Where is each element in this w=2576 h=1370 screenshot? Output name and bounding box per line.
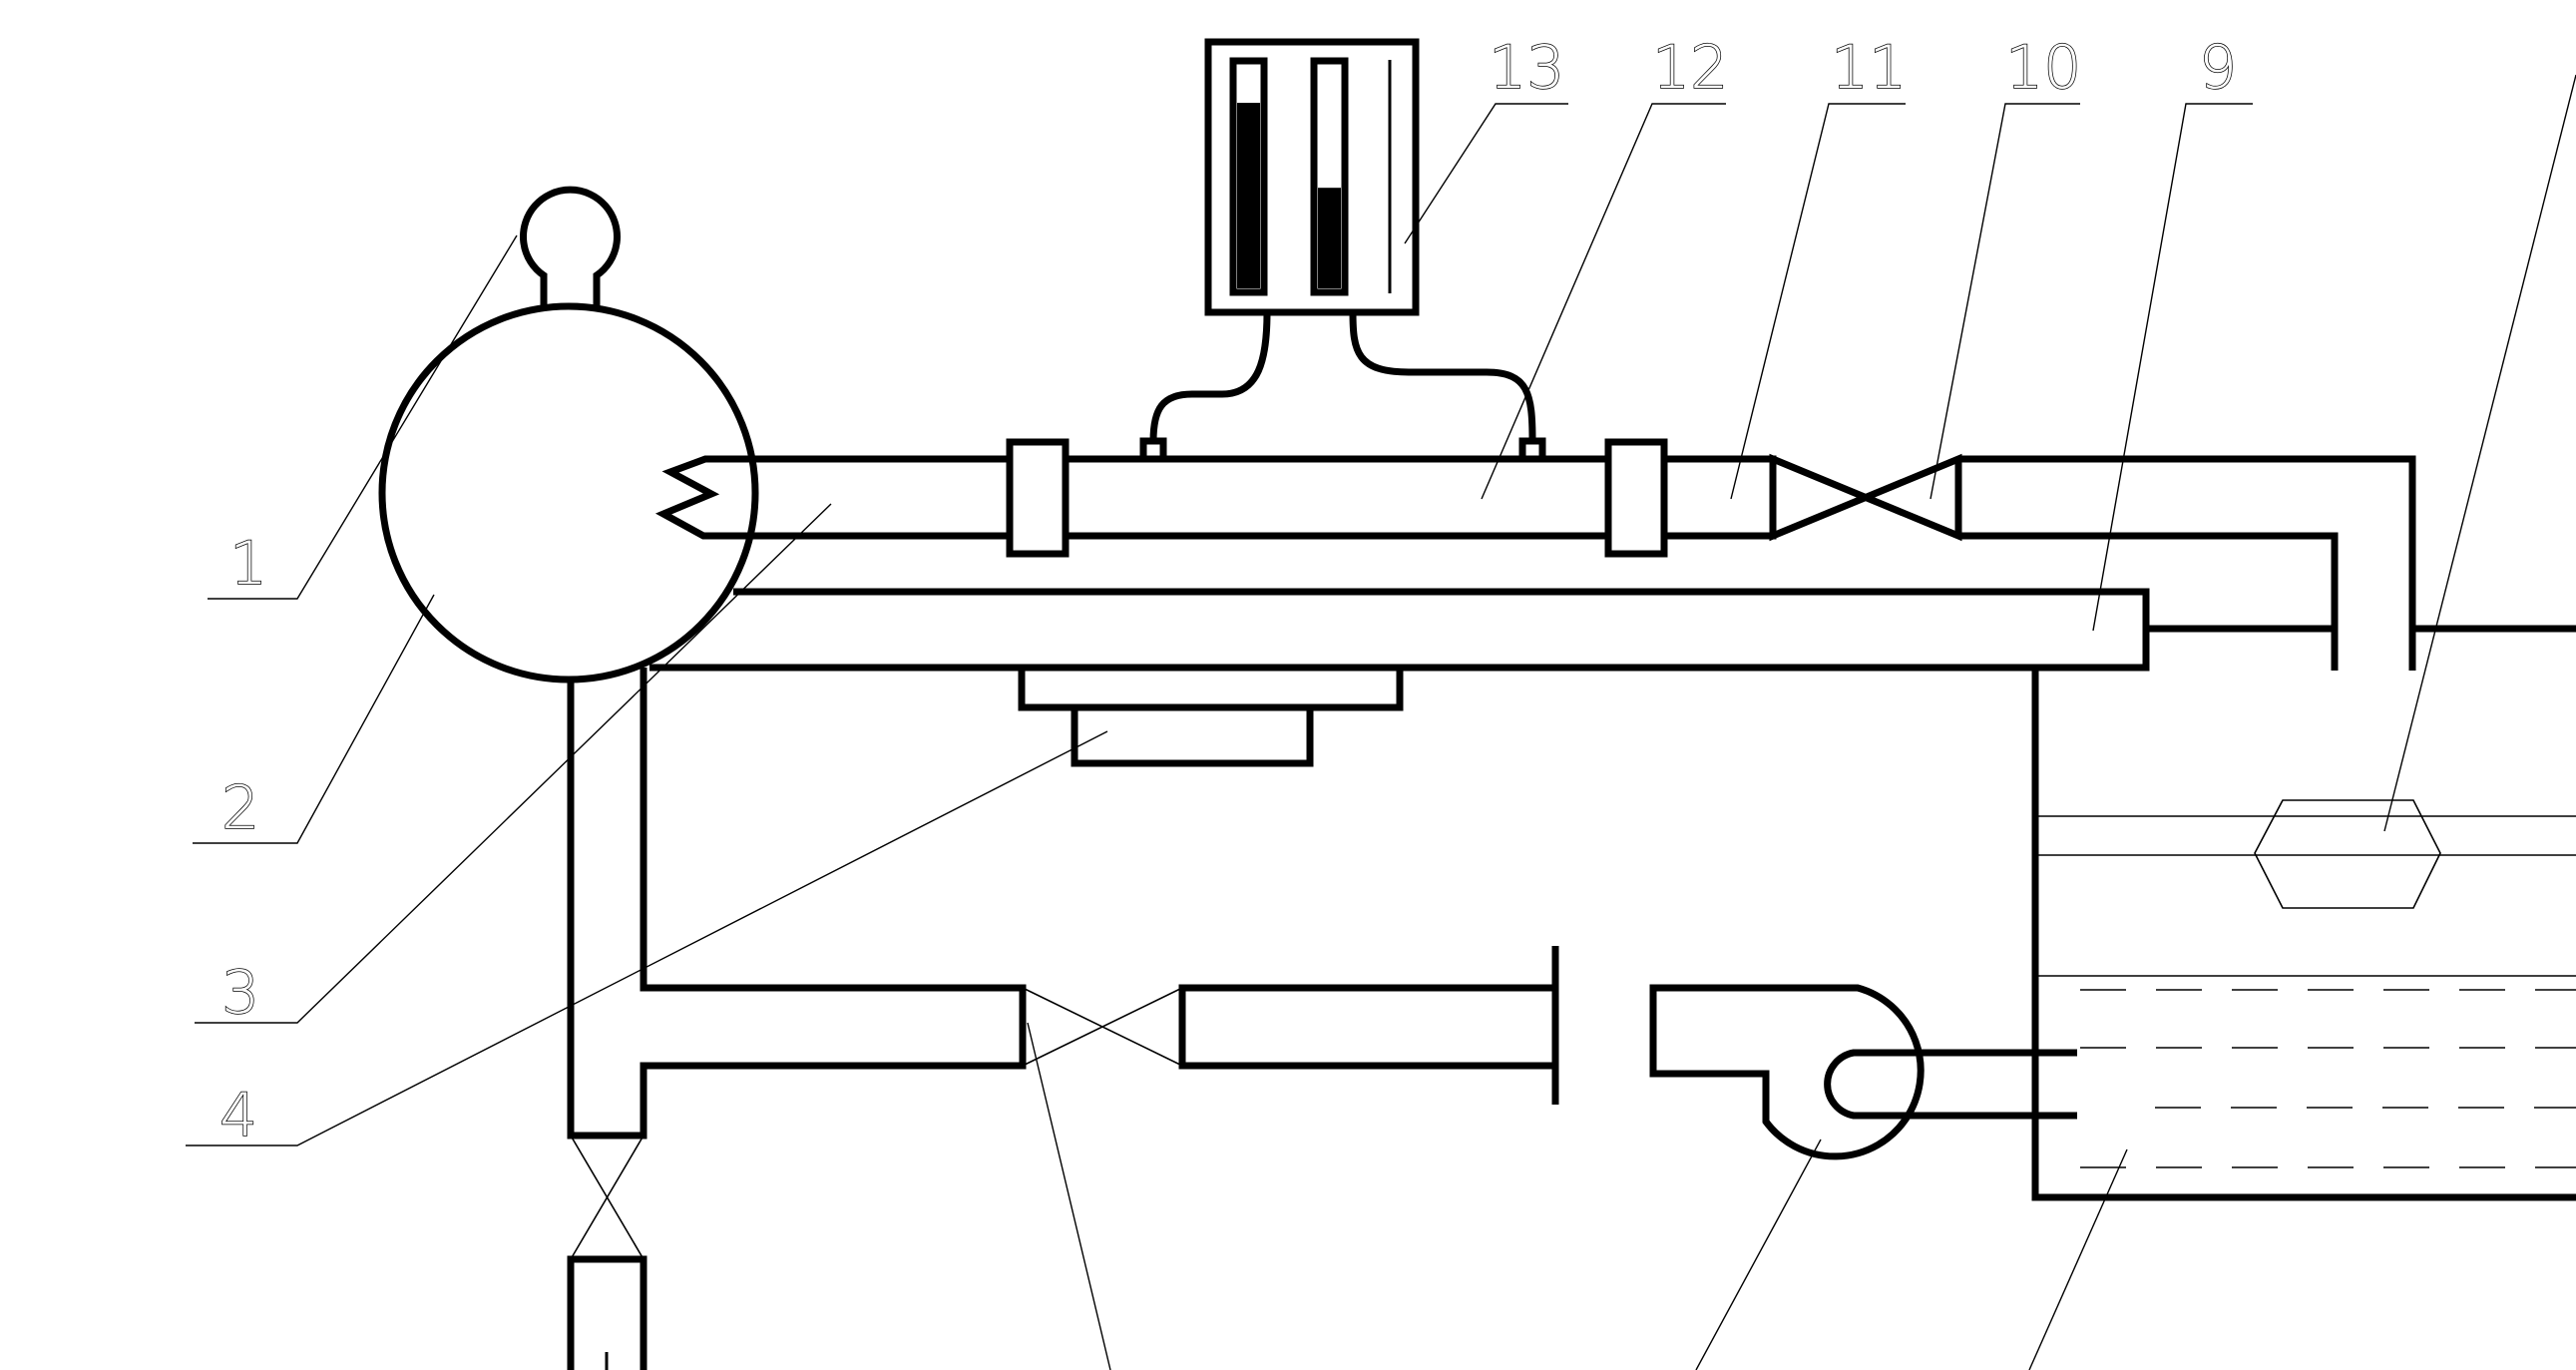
manometer-tubes [1149, 311, 1536, 442]
valve-lower-horizontal [1022, 987, 1183, 1067]
callout-2: 2 [221, 773, 259, 843]
vertical-pipe [567, 668, 2039, 1140]
callout-10: 10 [2005, 33, 2081, 103]
outlet-piping [1958, 455, 2576, 671]
pressure-tap-right [1518, 437, 1546, 463]
spherical-vessel [378, 302, 759, 684]
callout-11: 11 [1831, 33, 1907, 103]
lower-pipe-segment [1178, 946, 1559, 1105]
pump [1649, 984, 2077, 1160]
callout-3: 3 [221, 958, 259, 1028]
water-tank [2031, 799, 2576, 1201]
vessel-top-cap [520, 186, 621, 307]
leader-lines [186, 74, 2576, 1370]
pressure-tap-left [1139, 437, 1167, 463]
horizontal-pipe [649, 588, 2335, 672]
manometer-right-fill [1318, 188, 1341, 288]
callout-4: 4 [219, 1081, 257, 1150]
callout-9: 9 [2199, 33, 2237, 103]
callout-1: 1 [229, 529, 267, 599]
manometer-left-fill [1237, 103, 1260, 288]
callout-12: 12 [1652, 33, 1728, 103]
drain-valve [567, 1135, 647, 1370]
pipe-flange-left [1006, 438, 1070, 558]
manometer-panel [1204, 38, 1420, 316]
callout-13: 13 [1489, 33, 1564, 103]
pipe-support [1018, 668, 1404, 767]
pipe-flange-right [1604, 438, 1668, 558]
